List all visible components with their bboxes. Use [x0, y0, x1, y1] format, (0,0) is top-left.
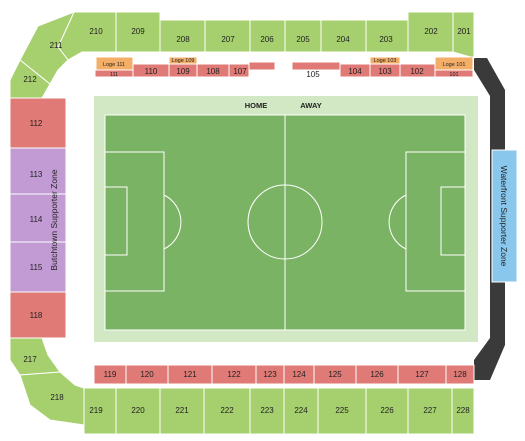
label-118: 118	[30, 311, 43, 320]
label-111: 111	[110, 72, 118, 78]
label-108: 108	[206, 67, 220, 76]
label-107: 107	[233, 67, 247, 76]
section-228[interactable]	[451, 387, 475, 435]
label-221: 221	[175, 406, 189, 415]
label-121: 121	[183, 370, 197, 379]
loge-111[interactable]	[95, 56, 134, 71]
section-202[interactable]	[407, 11, 454, 53]
section-115[interactable]	[9, 241, 67, 293]
loge-101[interactable]	[434, 56, 474, 71]
label-103: 103	[378, 67, 392, 76]
label-218: 218	[50, 393, 64, 402]
label-210: 210	[89, 27, 103, 36]
label-109: 109	[176, 67, 190, 76]
label-101: 101	[449, 72, 458, 78]
label-127: 127	[415, 370, 429, 379]
section-114[interactable]	[9, 193, 67, 243]
label-102: 102	[410, 67, 424, 76]
section-205[interactable]	[284, 19, 322, 53]
label-loge-111: Loge 111	[103, 62, 125, 68]
section-224[interactable]	[283, 387, 319, 435]
section-227[interactable]	[407, 387, 453, 435]
label-222: 222	[220, 406, 234, 415]
label-loge-101: Loge 101	[443, 62, 466, 68]
section-128[interactable]	[445, 364, 475, 385]
butchtown-zone-label: Butchtown Supporter Zone	[49, 169, 59, 270]
section-112[interactable]	[9, 97, 67, 149]
upper-west-sections	[9, 11, 75, 99]
label-loge-103: Loge 103	[374, 58, 397, 64]
label-114: 114	[30, 215, 43, 224]
section-206[interactable]	[249, 19, 286, 53]
section-203[interactable]	[365, 19, 409, 53]
label-227: 227	[423, 406, 437, 415]
label-209: 209	[131, 27, 145, 36]
section-201[interactable]	[452, 11, 475, 59]
label-217: 217	[23, 355, 37, 364]
label-110: 110	[145, 67, 158, 76]
concourse-ring	[474, 58, 505, 380]
lower-south-sections	[93, 364, 475, 385]
label-202: 202	[424, 27, 438, 36]
label-211: 211	[50, 41, 63, 50]
label-204: 204	[336, 35, 350, 44]
section-223[interactable]	[249, 387, 285, 435]
label-124: 124	[292, 370, 306, 379]
waterfront-zone-label: Waterfront Supporter Zone	[499, 166, 509, 267]
label-105: 105	[306, 70, 320, 79]
label-228: 228	[456, 406, 470, 415]
label-212: 212	[23, 75, 37, 84]
section-105-step-left	[248, 61, 276, 71]
label-224: 224	[294, 406, 308, 415]
upper-north-sections	[57, 11, 475, 61]
section-118[interactable]	[9, 291, 67, 339]
section-207[interactable]	[204, 19, 251, 53]
label-219: 219	[89, 406, 103, 415]
label-220: 220	[131, 406, 145, 415]
label-206: 206	[260, 35, 274, 44]
label-112: 112	[30, 119, 43, 128]
label-126: 126	[370, 370, 384, 379]
label-125: 125	[328, 370, 342, 379]
label-225: 225	[335, 406, 349, 415]
section-222[interactable]	[203, 387, 251, 435]
label-223: 223	[260, 406, 274, 415]
section-204[interactable]	[320, 19, 367, 53]
section-209[interactable]	[115, 11, 161, 53]
section-225[interactable]	[317, 387, 367, 435]
section-113[interactable]	[9, 147, 67, 195]
upper-south-sections	[83, 387, 475, 435]
label-113: 113	[30, 170, 43, 179]
label-115: 115	[30, 263, 43, 272]
label-120: 120	[140, 370, 154, 379]
pitch-markings	[104, 115, 466, 330]
label-119: 119	[104, 370, 117, 379]
label-122: 122	[227, 370, 241, 379]
label-loge-109: Loge 109	[172, 58, 195, 64]
label-205: 205	[296, 35, 310, 44]
waterfront-supporter-zone[interactable]	[491, 149, 518, 283]
section-105-step-right	[291, 61, 341, 71]
loge-109[interactable]	[168, 56, 198, 65]
label-207: 207	[221, 35, 235, 44]
label-203: 203	[379, 35, 393, 44]
away-label: AWAY	[300, 101, 321, 110]
label-201: 201	[457, 27, 471, 36]
lower-north-sections	[94, 61, 474, 78]
label-104: 104	[348, 67, 362, 76]
section-219[interactable]	[83, 387, 117, 435]
label-226: 226	[380, 406, 394, 415]
home-label: HOME	[245, 101, 268, 110]
label-128: 128	[453, 370, 467, 379]
loge-103[interactable]	[369, 56, 401, 65]
section-220[interactable]	[115, 387, 161, 435]
label-123: 123	[263, 370, 277, 379]
label-208: 208	[176, 35, 190, 44]
